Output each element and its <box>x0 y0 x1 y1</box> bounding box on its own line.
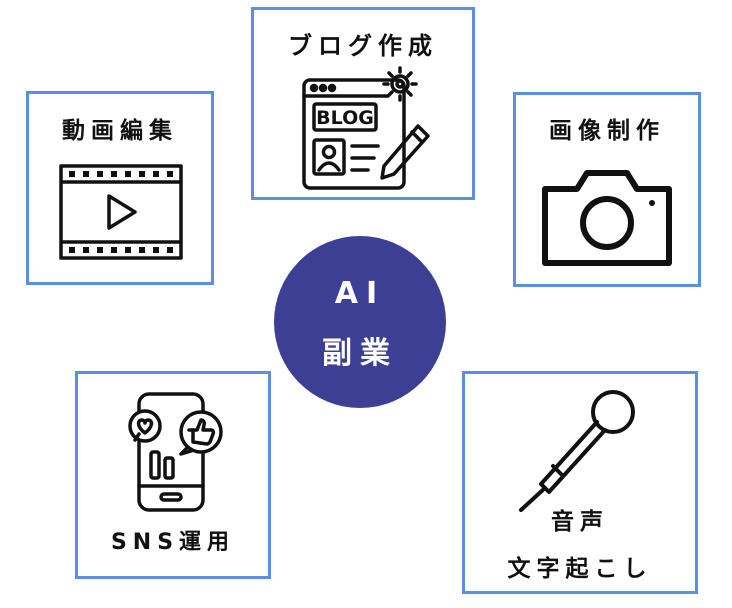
image-card-label: 画像制作 <box>549 118 665 144</box>
sns-card-label: SNS運用 <box>110 530 236 555</box>
smartphone-social-icon <box>123 386 233 514</box>
voice-transcription-card: 音声 文字起こし <box>462 371 698 594</box>
video-card: 動画編集 <box>26 91 214 285</box>
image-card: 画像制作 <box>513 92 701 287</box>
hub-title-line1: AI <box>334 276 386 311</box>
voice-card-label-line2: 文字起こし <box>507 556 653 582</box>
blog-card-label: ブログ作成 <box>288 32 438 60</box>
microphone-icon <box>501 384 641 514</box>
blog-editor-icon: BLOG <box>298 66 434 196</box>
video-card-label: 動画編集 <box>62 118 178 144</box>
video-play-icon <box>57 162 185 262</box>
hub-title-line2: 副業 <box>322 336 398 371</box>
center-hub-circle: AI 副業 <box>274 236 446 408</box>
sns-card: SNS運用 <box>75 371 271 579</box>
camera-icon <box>539 167 675 269</box>
blog-icon-text: BLOG <box>316 107 374 129</box>
voice-card-label-line1: 音声 <box>551 509 609 535</box>
blog-card: ブログ作成 BLOG <box>251 7 475 200</box>
